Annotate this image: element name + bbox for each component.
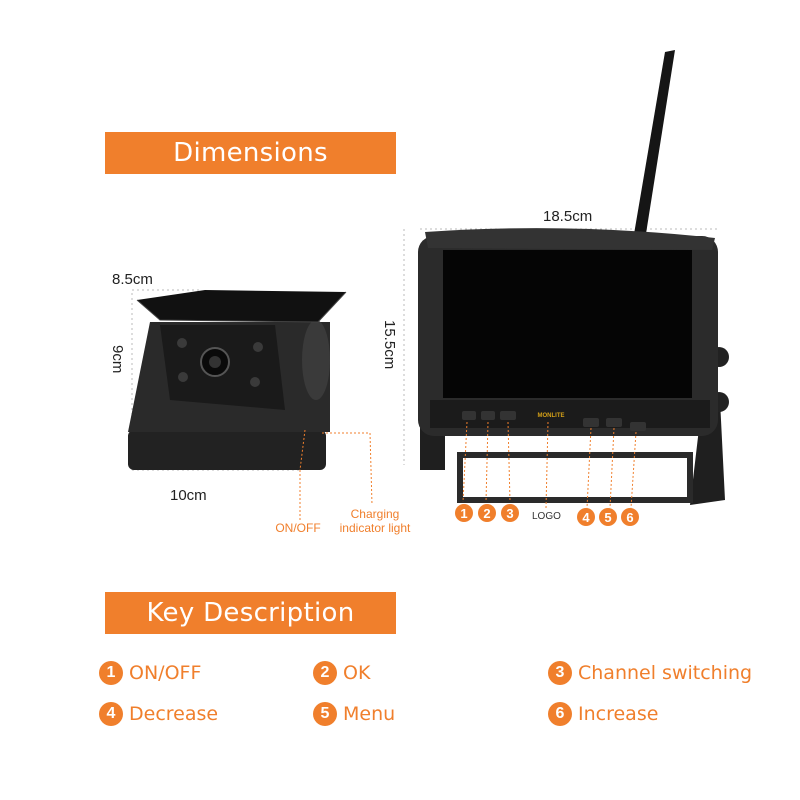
- charging-indicator-label: Charging indicator light: [330, 507, 420, 535]
- monitor-button-number-6: 6: [621, 508, 639, 526]
- monitor-button-number-2: 2: [478, 504, 496, 522]
- key-item-channel-switching: 3 Channel switching: [548, 661, 752, 685]
- monitor-button-number-4: 4: [577, 508, 595, 526]
- key-number-badge: 2: [313, 661, 337, 685]
- key-item-menu: 5 Menu: [313, 702, 395, 726]
- key-item-ok: 2 OK: [313, 661, 370, 685]
- on-off-switch-label: ON/OFF: [275, 521, 321, 535]
- key-item-increase: 6 Increase: [548, 702, 658, 726]
- monitor-logo: MONLITE: [537, 413, 565, 419]
- key-label: ON/OFF: [129, 662, 202, 684]
- dimensions-heading: Dimensions: [105, 132, 396, 174]
- key-item-decrease: 4 Decrease: [99, 702, 218, 726]
- key-number-badge: 1: [99, 661, 123, 685]
- monitor-button-number-1: 1: [455, 504, 473, 522]
- camera-illustration: [128, 289, 373, 520]
- camera-height-label: 9cm: [109, 345, 126, 374]
- camera-width-bottom-label: 10cm: [170, 487, 207, 504]
- key-label: Channel switching: [578, 662, 753, 684]
- charging-label-line2: indicator light: [339, 521, 411, 535]
- camera-width-top-label: 8.5cm: [112, 271, 153, 288]
- key-number-badge: 3: [548, 661, 572, 685]
- key-item-on-off: 1 ON/OFF: [99, 661, 201, 685]
- charging-label-line1: Charging: [350, 507, 400, 521]
- monitor-height-label: 15.5cm: [381, 320, 398, 370]
- key-label: Menu: [343, 703, 396, 725]
- key-number-badge: 5: [313, 702, 337, 726]
- monitor-width-label: 18.5cm: [543, 208, 593, 225]
- monitor-button-number-5: 5: [599, 508, 617, 526]
- key-number-badge: 6: [548, 702, 572, 726]
- key-label: OK: [343, 662, 371, 684]
- monitor-button-number-3: 3: [501, 504, 519, 522]
- key-label: Decrease: [129, 703, 219, 725]
- key-number-badge: 4: [99, 702, 123, 726]
- key-label: Increase: [578, 703, 659, 725]
- monitor-illustration: [403, 50, 729, 509]
- key-description-heading: Key Description: [105, 592, 396, 634]
- logo-callout-label: LOGO: [532, 511, 561, 522]
